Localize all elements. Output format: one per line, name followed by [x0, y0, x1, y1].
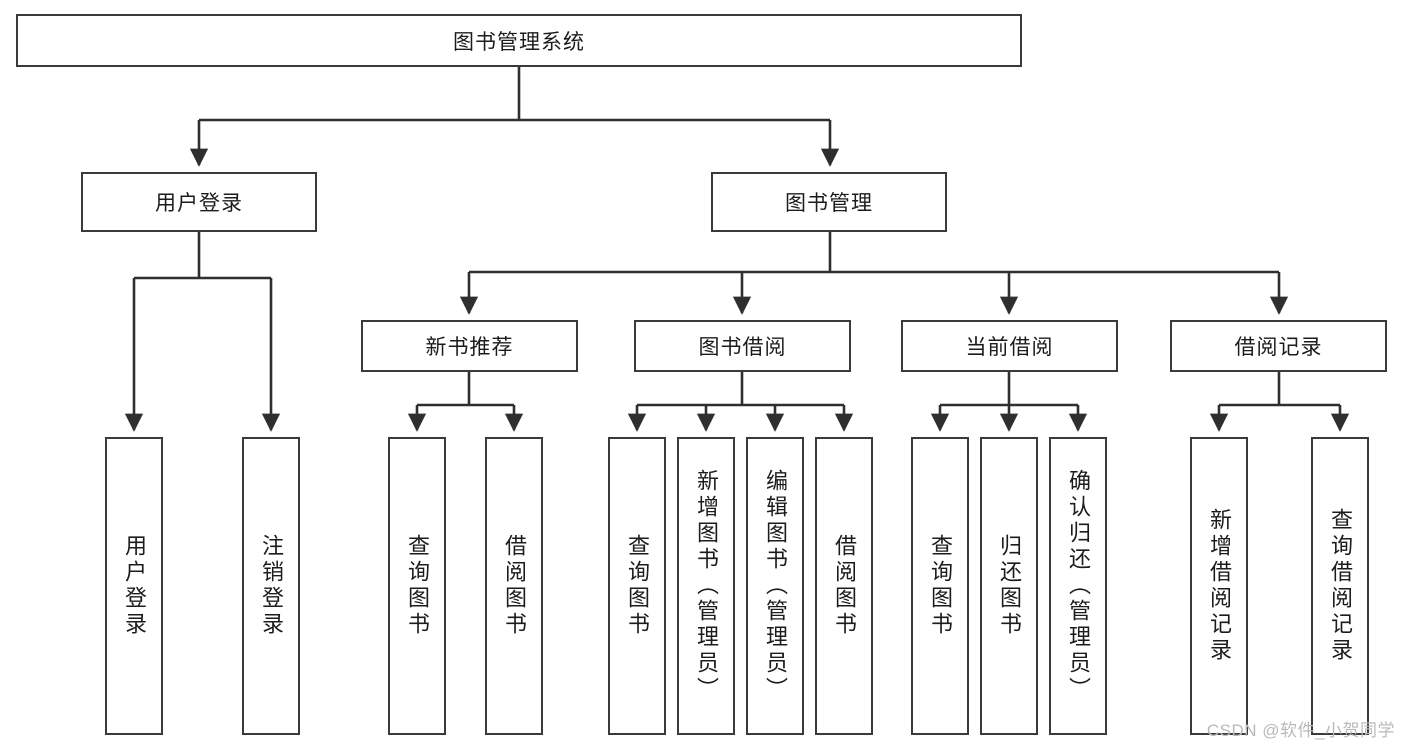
- leaf-current-borrow-confirm-return[interactable]: 确认归还（管理员）: [1049, 437, 1107, 735]
- leaf-current-borrow-return[interactable]: 归还图书: [980, 437, 1038, 735]
- leaf-book-borrow-add[interactable]: 新增图书（管理员）: [677, 437, 735, 735]
- leaf-borrow-record-add[interactable]: 新增借阅记录: [1190, 437, 1248, 735]
- node-new-book-recommend[interactable]: 新书推荐: [361, 320, 578, 372]
- leaf-current-borrow-query[interactable]: 查询图书: [911, 437, 969, 735]
- node-label: 当前借阅: [965, 336, 1054, 359]
- node-label: 图书管理系统: [453, 30, 585, 54]
- leaf-user-login-login[interactable]: 用户登录: [105, 437, 163, 735]
- leaf-user-login-logout[interactable]: 注销登录: [242, 437, 300, 735]
- node-label: 借阅图书: [831, 534, 857, 638]
- node-label: 归还图书: [996, 534, 1022, 638]
- node-label: 图书管理: [785, 192, 873, 215]
- leaf-book-borrow-query[interactable]: 查询图书: [608, 437, 666, 735]
- node-label: 确认归还（管理员）: [1065, 469, 1091, 703]
- node-label: 查询图书: [404, 534, 430, 638]
- node-label: 查询图书: [624, 534, 650, 638]
- leaf-book-borrow-borrow[interactable]: 借阅图书: [815, 437, 873, 735]
- node-label: 编辑图书（管理员）: [762, 469, 788, 703]
- leaf-new-book-query[interactable]: 查询图书: [388, 437, 446, 735]
- leaf-book-borrow-edit[interactable]: 编辑图书（管理员）: [746, 437, 804, 735]
- node-borrow-record[interactable]: 借阅记录: [1170, 320, 1387, 372]
- leaf-new-book-borrow[interactable]: 借阅图书: [485, 437, 543, 735]
- node-label: 新增图书（管理员）: [693, 469, 719, 703]
- node-label: 借阅记录: [1234, 336, 1323, 359]
- node-label: 图书借阅: [698, 336, 787, 359]
- node-label: 注销登录: [258, 534, 284, 638]
- node-label: 用户登录: [121, 534, 147, 638]
- node-book-management[interactable]: 图书管理: [711, 172, 947, 232]
- node-label: 借阅图书: [501, 534, 527, 638]
- node-book-borrow[interactable]: 图书借阅: [634, 320, 851, 372]
- node-root-system[interactable]: 图书管理系统: [16, 14, 1022, 67]
- leaf-borrow-record-query[interactable]: 查询借阅记录: [1311, 437, 1369, 735]
- node-user-login[interactable]: 用户登录: [81, 172, 317, 232]
- node-label: 新书推荐: [425, 336, 514, 359]
- node-label: 查询图书: [927, 534, 953, 638]
- node-current-borrow[interactable]: 当前借阅: [901, 320, 1118, 372]
- node-label: 查询借阅记录: [1327, 508, 1353, 664]
- node-label: 新增借阅记录: [1206, 508, 1232, 664]
- node-label: 用户登录: [155, 192, 243, 215]
